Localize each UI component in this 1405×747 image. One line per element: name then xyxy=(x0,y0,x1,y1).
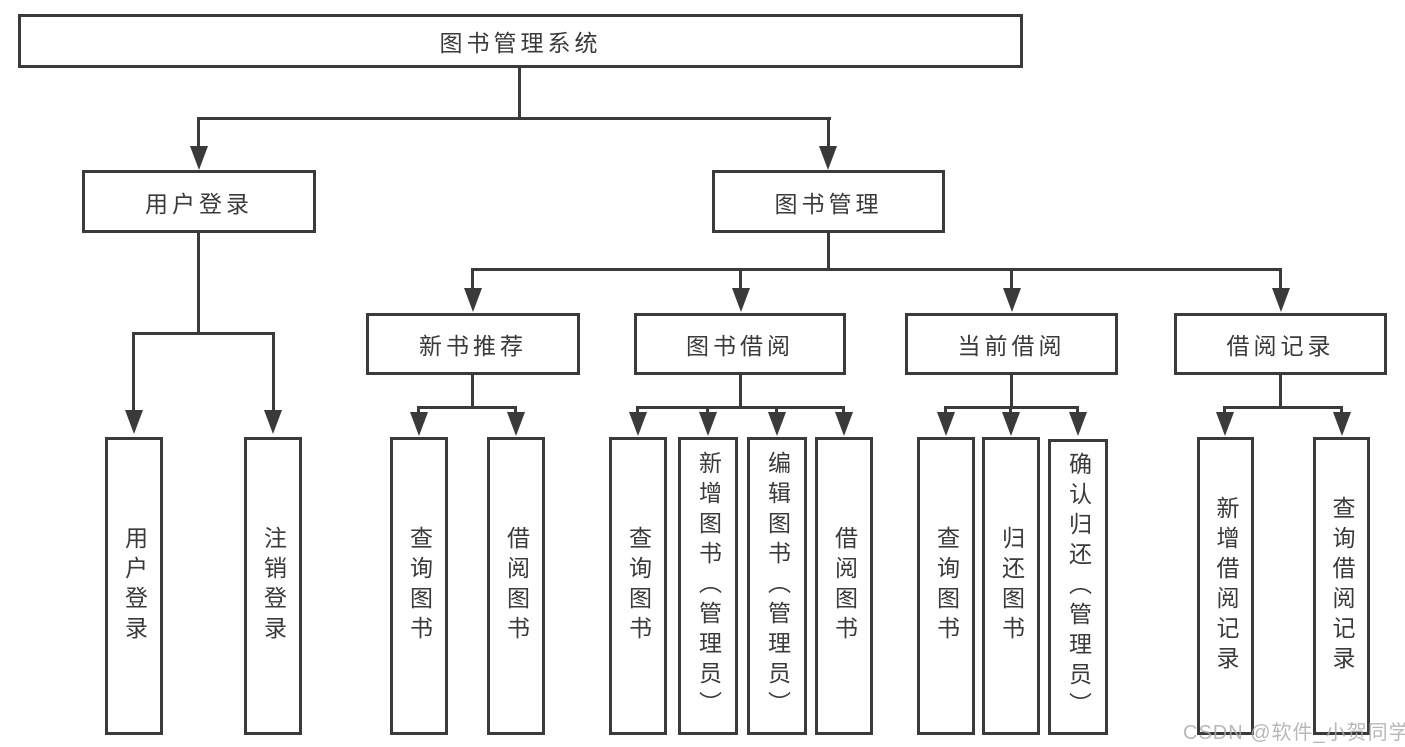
node-root: 图书管理系统 xyxy=(18,14,1023,68)
connector-userbranch-hline xyxy=(132,332,275,335)
leaf-query-books: 查询图书 xyxy=(390,437,448,735)
leaf-query-books-label: 查询图书 xyxy=(625,526,652,646)
connector-bookbranch-hline xyxy=(471,268,1281,271)
leaf-confirm-return-admin-label: 确认归还（管理员） xyxy=(1065,452,1092,722)
leaf-logout: 注销登录 xyxy=(244,437,302,735)
leaf-query-books-label: 查询图书 xyxy=(933,526,960,646)
arrowhead-down xyxy=(125,410,143,434)
connector-leaf-stem xyxy=(272,332,275,414)
connector-bookbranch-stem xyxy=(827,233,830,271)
leaf-user-login-label: 用户登录 xyxy=(121,526,148,646)
connector-leaf-stem xyxy=(1340,406,1343,416)
arrowhead-down xyxy=(1216,412,1234,436)
connector-recommend-hline xyxy=(417,406,517,409)
node-book-management-label: 图书管理 xyxy=(774,190,883,217)
connector-leaf-stem xyxy=(636,406,639,416)
leaf-confirm-return-admin: 确认归还（管理员） xyxy=(1048,439,1108,735)
connector-borrow-hline xyxy=(636,406,845,409)
node-borrow-records-label: 借阅记录 xyxy=(1226,333,1335,359)
node-book-management: 图书管理 xyxy=(712,170,945,233)
arrowhead-down xyxy=(732,288,750,312)
arrowhead-down xyxy=(835,412,853,436)
arrowhead-down xyxy=(699,412,717,436)
connector-level3-stem xyxy=(739,268,742,292)
connector-user-stem xyxy=(197,117,200,151)
arrowhead-down xyxy=(410,412,428,436)
leaf-add-borrow-record: 新增借阅记录 xyxy=(1197,437,1254,735)
node-book-borrow-label: 图书借阅 xyxy=(686,333,794,359)
csdn-watermark: CSDN @软件_小贺同学 xyxy=(1183,722,1405,744)
arrowhead-down xyxy=(1003,288,1021,312)
leaf-add-books-admin-label: 新增图书（管理员） xyxy=(695,451,722,721)
leaf-return-books-label: 归还图书 xyxy=(998,526,1025,646)
connector-borrow-stem xyxy=(739,375,742,409)
connector-root-stem xyxy=(518,68,521,119)
node-borrow-records: 借阅记录 xyxy=(1174,313,1387,375)
leaf-query-borrow-record: 查询借阅记录 xyxy=(1313,437,1370,735)
node-new-book-recommend: 新书推荐 xyxy=(366,313,580,375)
leaf-return-books: 归还图书 xyxy=(982,437,1040,735)
leaf-borrow-books: 借阅图书 xyxy=(815,437,873,735)
leaf-borrow-books-label: 借阅图书 xyxy=(503,526,530,646)
arrowhead-down xyxy=(190,146,208,170)
node-root-label: 图书管理系统 xyxy=(439,30,602,56)
connector-bookmgmt-stem xyxy=(827,117,830,151)
connector-level3-stem xyxy=(1279,268,1282,292)
connector-current-stem xyxy=(1010,375,1013,409)
arrowhead-down xyxy=(464,288,482,312)
leaf-query-books-label: 查询图书 xyxy=(406,526,433,646)
arrowhead-down xyxy=(264,410,282,434)
leaf-borrow-books: 借阅图书 xyxy=(487,437,545,735)
connector-records-stem xyxy=(1279,375,1282,409)
arrowhead-down xyxy=(629,412,647,436)
arrowhead-down xyxy=(1002,412,1020,436)
leaf-logout-label: 注销登录 xyxy=(260,526,287,646)
leaf-query-books: 查询图书 xyxy=(917,437,975,735)
connector-leaf-stem xyxy=(1076,406,1079,416)
connector-leaf-stem xyxy=(1009,406,1012,416)
arrowhead-down xyxy=(1333,412,1351,436)
connector-leaf-stem xyxy=(1223,406,1226,416)
connector-level3-stem xyxy=(471,268,474,292)
arrowhead-down xyxy=(937,412,955,436)
leaf-edit-books-admin-label: 编辑图书（管理员） xyxy=(764,451,791,721)
leaf-query-borrow-record-label: 查询借阅记录 xyxy=(1329,496,1355,676)
leaf-add-borrow-record-label: 新增借阅记录 xyxy=(1213,496,1239,676)
connector-leaf-stem xyxy=(132,332,135,414)
arrowhead-down xyxy=(819,146,837,170)
connector-records-hline xyxy=(1223,406,1343,409)
arrowhead-down xyxy=(1272,288,1290,312)
connector-leaf-stem xyxy=(417,406,420,416)
connector-leaf-stem xyxy=(944,406,947,416)
node-new-book-recommend-label: 新书推荐 xyxy=(419,333,527,359)
node-user-login: 用户登录 xyxy=(82,170,316,233)
leaf-edit-books-admin: 编辑图书（管理员） xyxy=(747,437,807,735)
node-book-borrow: 图书借阅 xyxy=(634,313,846,375)
connector-leaf-stem xyxy=(514,406,517,416)
connector-leaf-stem xyxy=(775,406,778,416)
arrowhead-down xyxy=(1069,412,1087,436)
connector-recommend-stem xyxy=(471,375,474,409)
connector-userbranch-stem xyxy=(197,233,200,335)
arrowhead-down xyxy=(507,412,525,436)
node-user-login-label: 用户登录 xyxy=(145,190,253,217)
leaf-query-books: 查询图书 xyxy=(609,437,667,735)
connector-level3-stem xyxy=(1010,268,1013,292)
leaf-add-books-admin: 新增图书（管理员） xyxy=(678,437,738,735)
connector-leaf-stem xyxy=(842,406,845,416)
connector-root-hline xyxy=(197,117,831,120)
node-current-borrow-label: 当前借阅 xyxy=(957,333,1066,359)
node-current-borrow: 当前借阅 xyxy=(905,313,1118,375)
arrowhead-down xyxy=(768,412,786,436)
connector-leaf-stem xyxy=(706,406,709,416)
leaf-borrow-books-label: 借阅图书 xyxy=(831,526,858,646)
leaf-user-login: 用户登录 xyxy=(105,437,163,735)
